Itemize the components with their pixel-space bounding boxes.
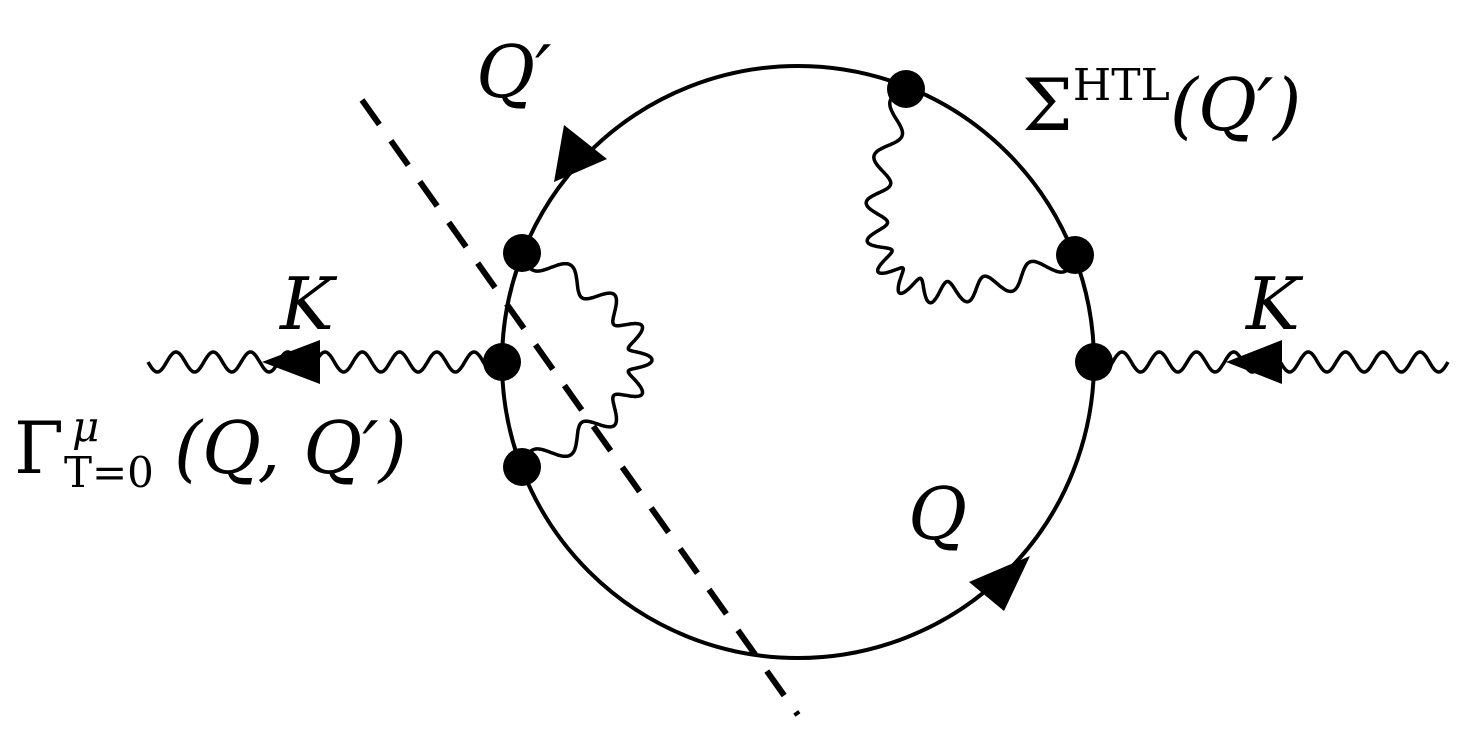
gamma-superscript: μ xyxy=(71,402,100,451)
fermion-arrow-q-prime xyxy=(554,125,607,182)
vertex-right xyxy=(1075,343,1113,381)
vertex-left xyxy=(483,343,521,381)
label-k-left: K xyxy=(280,262,334,346)
self-energy-gluon xyxy=(864,87,1077,305)
fermion-arrow-q xyxy=(969,556,1030,611)
label-sigma-htl: ΣHTL(Q′) xyxy=(1022,64,1301,142)
gamma-argument: (Q, Q′) xyxy=(173,406,407,490)
sigma-symbol: Σ xyxy=(1022,63,1073,147)
label-k-right: K xyxy=(1246,262,1300,346)
vertex-top xyxy=(887,70,925,108)
vertex-upper-right xyxy=(1056,236,1094,274)
sigma-superscript: HTL xyxy=(1072,60,1170,111)
sigma-argument: (Q′) xyxy=(1169,63,1302,147)
vertex-correction-gluon xyxy=(520,252,654,468)
gamma-subscript: T=0 xyxy=(63,448,154,497)
momentum-arrow-k-right xyxy=(1226,340,1282,384)
vertex-upper-left xyxy=(503,234,541,272)
vertex-lower-left xyxy=(503,448,541,486)
momentum-arrow-k-left xyxy=(262,340,320,384)
label-q-prime: Q′ xyxy=(476,30,552,114)
label-q: Q xyxy=(908,472,968,556)
cut-line xyxy=(359,98,801,717)
gamma-symbol: Γ xyxy=(14,406,64,490)
photon-line-left xyxy=(146,350,504,374)
